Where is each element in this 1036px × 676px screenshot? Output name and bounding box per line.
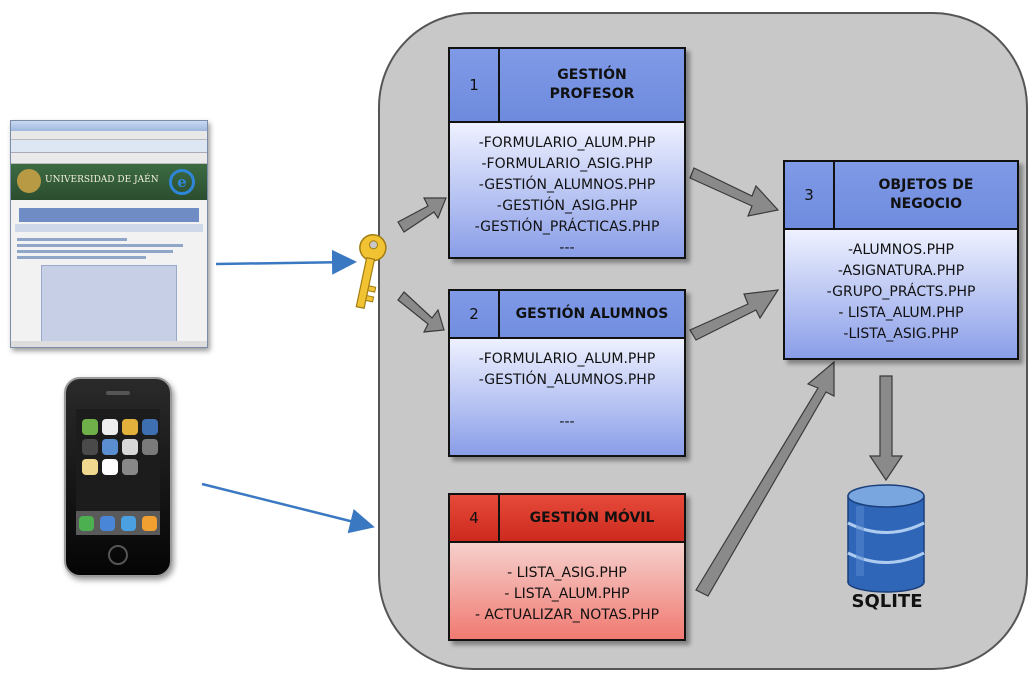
sqlite-label: SQLITE xyxy=(851,591,923,612)
internet-explorer-icon: e xyxy=(169,169,195,195)
university-seal-icon xyxy=(17,169,41,193)
key-icon xyxy=(355,234,387,309)
file-item: --- xyxy=(559,414,575,430)
file-item: - LISTA_ALUM.PHP xyxy=(838,305,964,321)
file-list: -FORMULARIO_ALUM.PHP -GESTIÓN_ALUMNOS.PH… xyxy=(450,339,684,437)
file-item: -ASIGNATURA.PHP xyxy=(837,263,965,279)
file-item: -GRUPO_PRÁCTS.PHP xyxy=(826,284,976,300)
file-list: -ALUMNOS.PHP -ASIGNATURA.PHP -GRUPO_PRÁC… xyxy=(785,230,1017,349)
file-item: -GESTIÓN_ALUMNOS.PHP xyxy=(478,177,656,193)
browser-arrow xyxy=(215,249,357,275)
module-number: 1 xyxy=(450,49,500,121)
file-item: -FORMULARIO_ALUM.PHP xyxy=(478,135,656,151)
module-gestion-movil: 4 GESTIÓN MÓVIL - LISTA_ASIG.PHP - LISTA… xyxy=(448,493,686,641)
module-title: OBJETOS DE NEGOCIO xyxy=(878,177,974,212)
arrow-key-to-alumnos xyxy=(397,291,445,333)
university-name: UNIVERSIDAD DE JAÉN xyxy=(45,175,159,185)
file-item: -LISTA_ASIG.PHP xyxy=(843,326,959,342)
file-list: - LISTA_ASIG.PHP - LISTA_ALUM.PHP - ACTU… xyxy=(450,543,684,630)
file-item: - LISTA_ASIG.PHP xyxy=(507,565,627,581)
arrow-profesor-to-negocio xyxy=(689,167,780,217)
module-number: 3 xyxy=(785,162,835,228)
module-objetos-negocio: 3 OBJETOS DE NEGOCIO -ALUMNOS.PHP -ASIGN… xyxy=(783,160,1019,360)
smartphone-icon xyxy=(64,377,172,577)
web-form xyxy=(41,265,177,347)
file-item xyxy=(454,391,680,412)
university-banner: UNIVERSIDAD DE JAÉN e xyxy=(11,164,207,200)
file-list: -FORMULARIO_ALUM.PHP -FORMULARIO_ASIG.PH… xyxy=(450,123,684,263)
file-item: -GESTIÓN_PRÁCTICAS.PHP xyxy=(474,219,660,235)
module-title: GESTIÓN PROFESOR xyxy=(549,67,635,102)
file-item: -FORMULARIO_ASIG.PHP xyxy=(481,156,653,172)
file-item: -GESTIÓN_ALUMNOS.PHP xyxy=(478,372,656,388)
module-title: GESTIÓN MÓVIL xyxy=(529,509,655,526)
phone-arrow xyxy=(201,482,375,534)
module-number: 2 xyxy=(450,291,500,337)
file-item: - ACTUALIZAR_NOTAS.PHP xyxy=(474,607,660,623)
arrow-negocio-to-sqlite xyxy=(868,375,904,482)
file-item: -GESTIÓN_ASIG.PHP xyxy=(496,198,638,214)
arrow-movil-to-negocio xyxy=(695,360,835,597)
module-gestion-profesor: 1 GESTIÓN PROFESOR -FORMULARIO_ALUM.PHP … xyxy=(448,47,686,259)
browser-screenshot: UNIVERSIDAD DE JAÉN e xyxy=(10,120,208,348)
arrow-key-to-profesor xyxy=(397,197,447,233)
file-item: -FORMULARIO_ALUM.PHP xyxy=(478,351,656,367)
file-item: -ALUMNOS.PHP xyxy=(848,242,954,258)
module-title: GESTIÓN ALUMNOS xyxy=(515,305,669,322)
file-item: --- xyxy=(559,240,575,256)
database-icon xyxy=(847,484,925,593)
arrow-alumnos-to-negocio xyxy=(689,289,780,341)
module-number: 4 xyxy=(450,495,500,541)
module-gestion-alumnos: 2 GESTIÓN ALUMNOS -FORMULARIO_ALUM.PHP -… xyxy=(448,289,686,457)
file-item: - LISTA_ALUM.PHP xyxy=(504,586,630,602)
